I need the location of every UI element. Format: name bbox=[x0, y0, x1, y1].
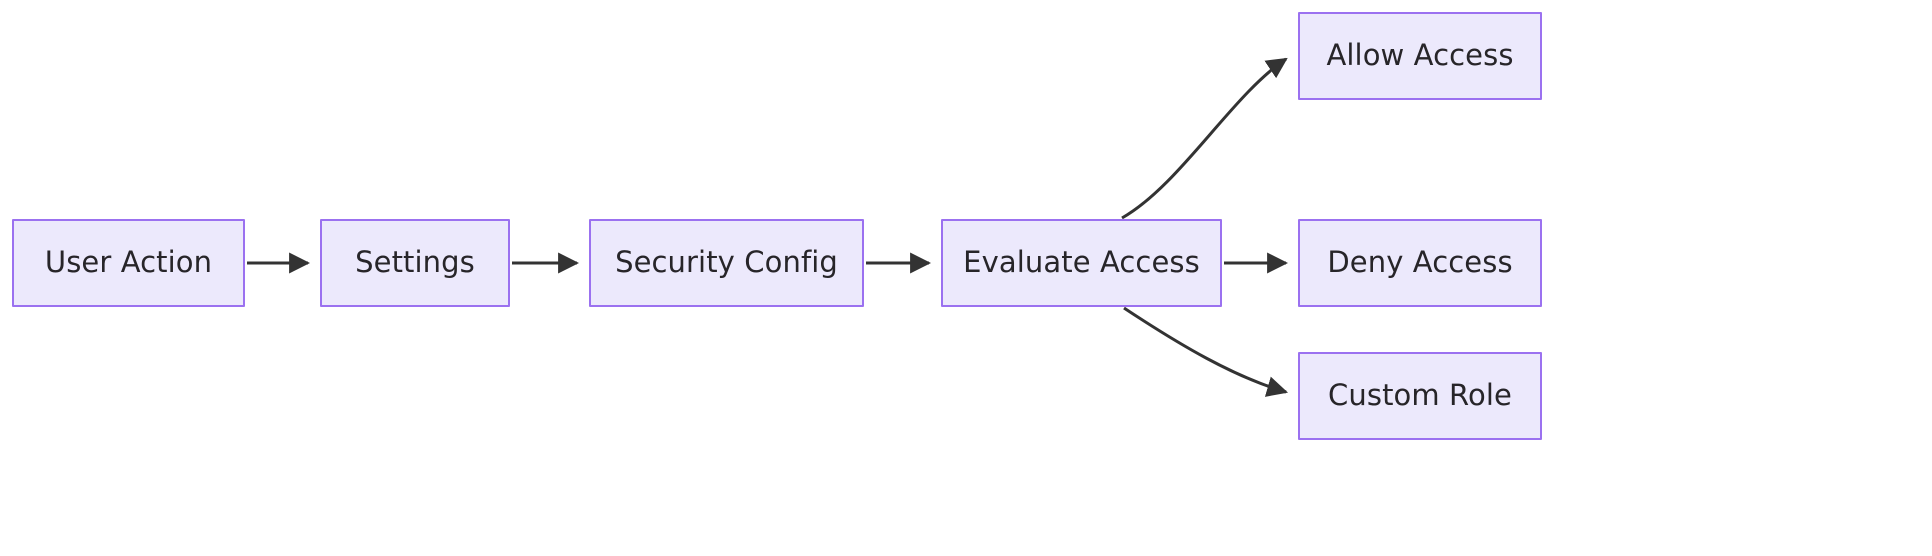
node-security-config-label: Security Config bbox=[615, 244, 838, 279]
edge-evaluate-access-to-custom-role bbox=[1123, 306, 1289, 397]
edge-evaluate-access-to-allow-access bbox=[1121, 57, 1288, 220]
node-evaluate-access[interactable]: Evaluate Access bbox=[941, 219, 1222, 307]
node-allow-access[interactable]: Allow Access bbox=[1298, 12, 1542, 100]
node-deny-access[interactable]: Deny Access bbox=[1298, 219, 1542, 307]
node-security-config[interactable]: Security Config bbox=[589, 219, 864, 307]
node-allow-access-label: Allow Access bbox=[1326, 37, 1514, 72]
node-settings-label: Settings bbox=[355, 244, 475, 279]
node-evaluate-access-label: Evaluate Access bbox=[963, 244, 1200, 279]
node-settings[interactable]: Settings bbox=[320, 219, 510, 307]
node-user-action[interactable]: User Action bbox=[12, 219, 245, 307]
node-custom-role-label: Custom Role bbox=[1328, 377, 1512, 412]
node-user-action-label: User Action bbox=[44, 244, 213, 279]
node-custom-role[interactable]: Custom Role bbox=[1298, 352, 1542, 440]
node-deny-access-label: Deny Access bbox=[1327, 244, 1513, 279]
